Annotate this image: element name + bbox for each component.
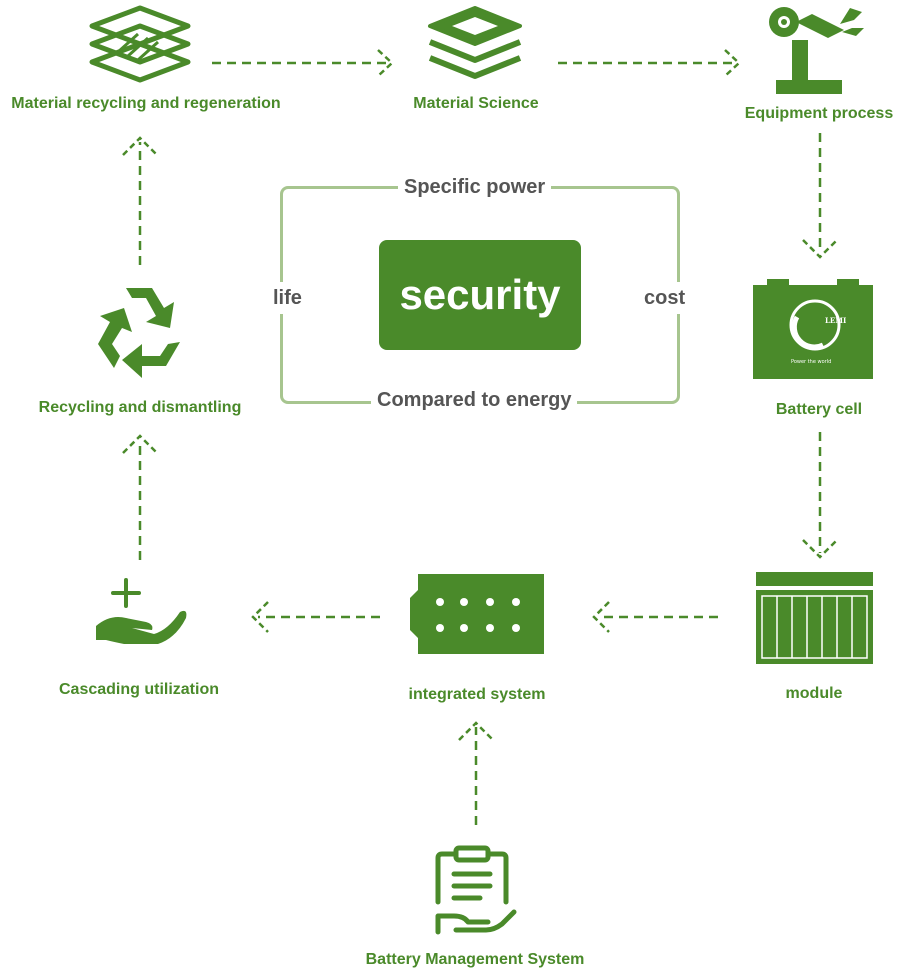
layers-icon [422, 4, 528, 86]
label-recycling-dismantling: Recycling and dismantling [38, 399, 242, 416]
battery-module-icon [756, 572, 873, 664]
label-bms: Battery Management System [365, 951, 585, 968]
battery-cell-icon: LEMI Power the world [753, 277, 873, 379]
battery-pack-icon [410, 574, 544, 654]
recycle-icon [90, 282, 188, 378]
specific-power-label: Specific power [398, 175, 552, 199]
life-label: life [271, 282, 304, 314]
compared-to-energy-label: Compared to energy [371, 388, 578, 412]
robot-arm-icon [766, 2, 866, 94]
label-battery-cell: Battery cell [775, 401, 863, 418]
label-material-recycling: Material recycling and regeneration [11, 95, 281, 112]
svg-text:LEMI: LEMI [825, 316, 846, 325]
security-box: security [379, 240, 581, 350]
hand-plus-icon [96, 576, 188, 646]
label-material-science: Material Science [413, 95, 539, 112]
stacked-layers-icon [88, 4, 192, 84]
clipboard-hand-icon [434, 844, 518, 936]
cost-label: cost [640, 282, 690, 314]
label-module: module [785, 685, 843, 702]
label-equipment-process: Equipment process [744, 105, 894, 122]
svg-text:Power the world: Power the world [791, 359, 831, 365]
label-cascading: Cascading utilization [58, 681, 219, 698]
label-integrated-system: integrated system [408, 686, 546, 703]
